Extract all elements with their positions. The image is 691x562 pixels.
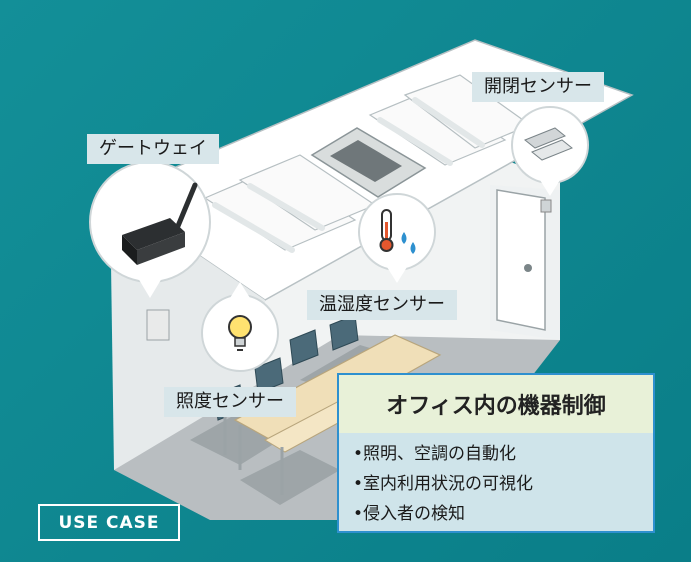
illuminance-sensor-label: 照度センサー [164,387,296,417]
card-title: オフィス内の機器制御 [339,375,653,433]
water-drop-icon [401,232,416,254]
door-sensor-label: 開閉センサー [472,72,604,102]
list-item: •照明、空調の自動化 [353,444,517,464]
ceiling-lights [203,74,532,251]
door-knob [524,264,532,272]
air-conditioner-vent [330,140,402,182]
card-list: •照明、空調の自動化 •室内利用状況の可視化 •侵入者の検知 [339,439,653,529]
list-item: •侵入者の検知 [353,504,466,524]
illuminance-callout-pointer [230,282,250,298]
temp-humidity-callout [358,193,436,271]
gateway-callout [89,161,211,283]
thermometer-icon [379,209,394,252]
door-sensor-device [540,199,552,213]
use-case-card: オフィス内の機器制御 •照明、空調の自動化 •室内利用状況の可視化 •侵入者の検… [337,373,655,533]
temp-humidity-sensor-label: 温湿度センサー [307,290,457,320]
list-item: •室内利用状況の可視化 [353,474,534,494]
use-case-badge: USE CASE [38,504,180,541]
light-tubes [212,97,485,253]
gateway-label: ゲートウェイ [87,134,219,164]
door [496,189,546,331]
gateway-callout-pointer [138,278,162,298]
table-legs [223,412,284,495]
gateway-device-icon [122,182,198,265]
door-sensor-icon [524,127,573,161]
door-sensor-callout-pointer [540,180,560,196]
light-bulb-icon [228,315,252,351]
temp-humidity-callout-pointer [387,267,407,283]
wall-switch [146,309,170,341]
floor-tile [240,450,340,505]
